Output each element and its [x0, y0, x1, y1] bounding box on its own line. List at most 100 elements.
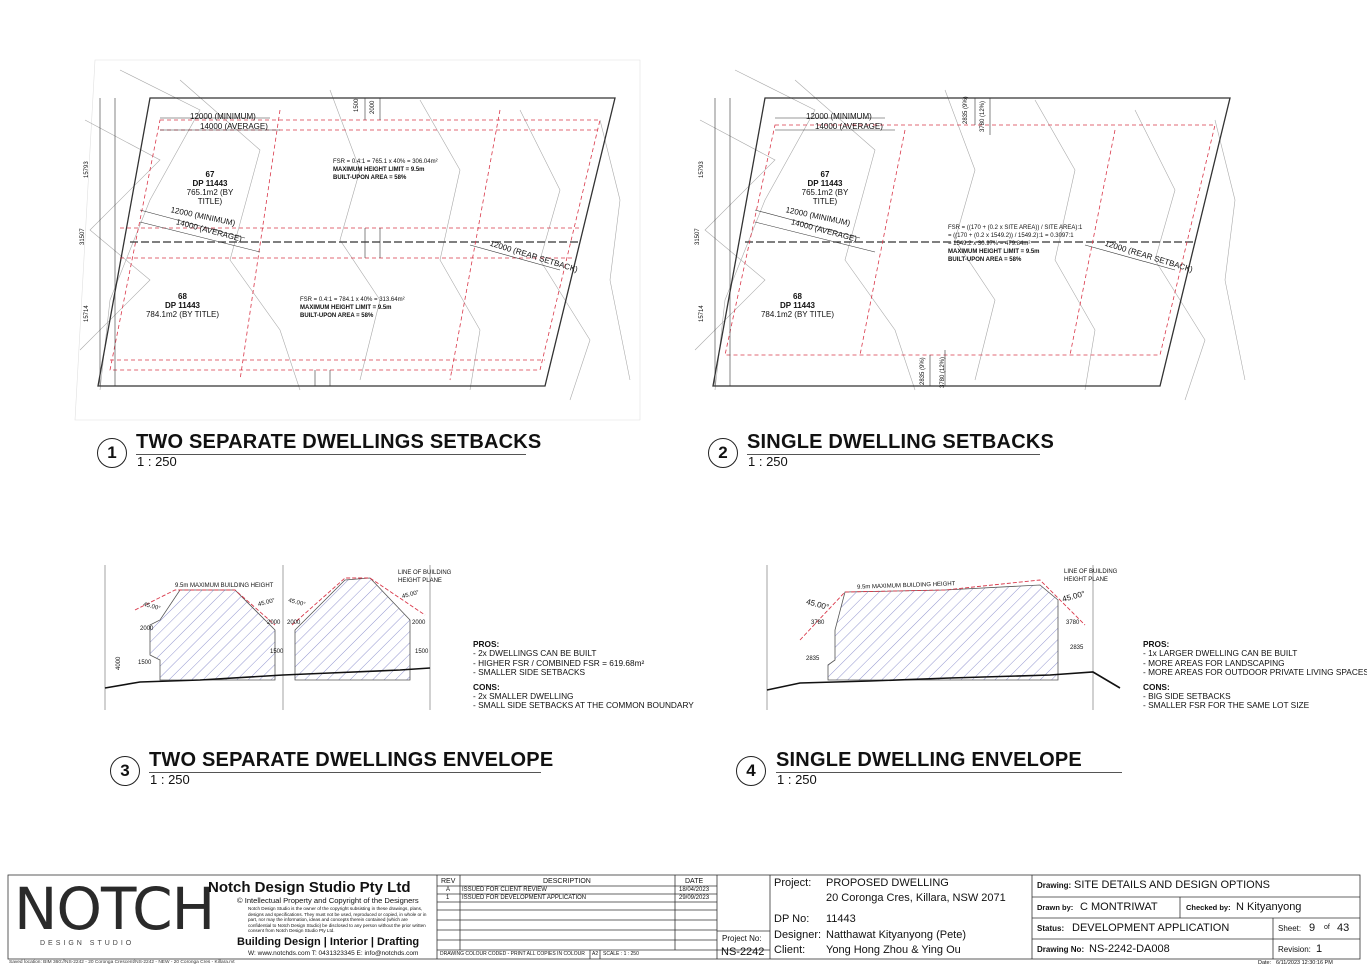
notes-view-4: PROS: - 1x LARGER DWELLING CAN BE BUILT … — [1143, 639, 1367, 711]
env4-dim-3780-b: 3780 — [1066, 620, 1080, 626]
company-contact: W: www.notchds.com T: 0431323345 E: info… — [248, 950, 419, 957]
env4-dim-3780-a: 3780 — [811, 620, 825, 626]
company-name: Notch Design Studio Pty Ltd — [208, 879, 411, 896]
site-plan-1-boundary — [97, 97, 616, 387]
company-services: Building Design | Interior | Drafting — [237, 936, 420, 948]
plan1-dim-15714: 15714 — [84, 305, 90, 322]
company-logo-subtitle: DESIGN STUDIO — [40, 940, 135, 947]
plan1-dim-15793: 15793 — [84, 161, 90, 178]
designer-label: Designer: — [774, 929, 822, 941]
rev-row-1-desc: ISSUED FOR CLIENT REVIEW — [462, 887, 547, 893]
envelope-4 — [766, 565, 1121, 710]
env3-dim-2000-b: 2000 — [267, 620, 281, 626]
env3-height-plane: LINE OF BUILDING HEIGHT PLANE — [398, 570, 452, 584]
paper-size: A2 — [592, 951, 599, 957]
plan1-min-setback: 12000 (MINIMUM) — [190, 112, 256, 121]
plan2-dim-2835-top: 2835 (9%) — [963, 96, 969, 124]
view-4-title: SINGLE DWELLING ENVELOPE — [776, 749, 1122, 773]
copyright-notice: © Intellectual Property and Copyright of… — [237, 896, 419, 905]
colour-note: DRAWING COLOUR CODED - PRINT ALL COPIES … — [440, 951, 585, 957]
rev-row-2-date: 29/09/2023 — [679, 895, 710, 901]
company-logo: NOTCH — [14, 875, 215, 943]
plan1-lot67: 67 DP 11443 765.1m2 (BY TITLE) — [186, 170, 234, 206]
env3-dim-1500-c: 1500 — [415, 649, 429, 655]
dp-number: 11443 — [826, 913, 856, 925]
view-3-number: 3 — [110, 756, 140, 786]
plan2-dim-2835-bottom: 2835 (9%) — [920, 357, 926, 385]
project-no: NS-2242 — [721, 946, 765, 958]
checked-by: N Kityanyong — [1236, 901, 1302, 913]
env3-max-height: 9.5m MAXIMUM BUILDING HEIGHT — [175, 583, 274, 589]
plan2-avg-setback: 14000 (AVERAGE) — [815, 122, 883, 131]
plan2-dim-31507: 31507 — [695, 228, 701, 245]
view-4-scale: 1 : 250 — [777, 772, 817, 787]
view-3-title: TWO SEPARATE DWELLINGS ENVELOPE — [149, 749, 554, 773]
client-label: Client: — [774, 944, 806, 956]
sheet-total: 43 — [1337, 922, 1350, 934]
status-label: Status: — [1037, 924, 1065, 933]
rev-header-description: DESCRIPTION — [543, 878, 591, 885]
saved-location: Saved location: BIM 360://NS-2242 - 20 C… — [9, 960, 235, 965]
drawing-no: NS-2242-DA008 — [1089, 943, 1170, 955]
notes-view-3: PROS: - 2x DWELLINGS CAN BE BUILT - HIGH… — [473, 639, 694, 711]
env4-dim-2835-a: 2835 — [806, 656, 820, 662]
plan2-lot67: 67 DP 11443 765.1m2 (BY TITLE) — [801, 170, 849, 206]
plan1-fsr-bottom: FSR = 0.4:1 = 784.1 x 40% = 313.64m² MAX… — [300, 297, 405, 319]
copyright-disclaimer: Notch Design Studio is the owner of the … — [248, 906, 427, 934]
checked-by-label: Checked by: — [1186, 903, 1231, 912]
view-2-scale: 1 : 250 — [748, 454, 788, 469]
env3-dim-4000: 4000 — [116, 656, 122, 670]
rev-row-2-rev: 1 — [446, 895, 450, 901]
env4-height-plane: LINE OF BUILDING HEIGHT PLANE — [1064, 569, 1118, 583]
plan2-dim-15714: 15714 — [699, 305, 705, 322]
drawing-no-label: Drawing No: — [1037, 945, 1085, 954]
env4-dim-2835-b: 2835 — [1070, 645, 1084, 651]
site-plan-2-boundary — [712, 97, 1231, 387]
project-label: Project: — [774, 877, 812, 889]
rev-row-2-desc: ISSUED FOR DEVELOPMENT APPLICATION — [462, 895, 587, 901]
plan2-min-setback: 12000 (MINIMUM) — [806, 112, 872, 121]
env3-dim-2000-d: 2000 — [412, 620, 426, 626]
drawn-by-label: Drawn by: — [1037, 903, 1074, 912]
drawing-scale: SCALE : 1 : 250 — [603, 951, 639, 957]
view-4-number: 4 — [736, 756, 766, 786]
plan2-dim-3780-top: 3780 (12%) — [980, 100, 986, 132]
project-address: 20 Coronga Cres, Killara, NSW 2071 — [826, 892, 1006, 904]
drawing-label: Drawing: — [1037, 881, 1072, 890]
view-2-number: 2 — [708, 438, 738, 468]
plan2-lot68: 68 DP 11443 784.1m2 (BY TITLE) — [760, 292, 835, 319]
plan1-dim-2000: 2000 — [370, 100, 376, 114]
site-plan-1 — [74, 59, 641, 421]
plan2-dim-3780-bottom: 3780 (12%) — [940, 356, 946, 388]
view-2-title: SINGLE DWELLING SETBACKS — [747, 431, 1055, 455]
sheet-number: 9 — [1309, 922, 1316, 934]
revision-label: Revision: — [1278, 945, 1311, 954]
view-3-scale: 1 : 250 — [150, 772, 190, 787]
plan1-dim-1500: 1500 — [354, 98, 360, 112]
plan1-lot68: 68 DP 11443 784.1m2 (BY TITLE) — [145, 292, 220, 319]
dp-label: DP No: — [774, 913, 810, 925]
sheet-label: Sheet: — [1278, 924, 1302, 933]
rev-header-date: DATE — [685, 878, 704, 885]
project-name: PROPOSED DWELLING — [826, 877, 949, 889]
view-1-number: 1 — [97, 438, 127, 468]
plan2-dim-15793: 15793 — [699, 161, 705, 178]
drawing-title: SITE DETAILS AND DESIGN OPTIONS — [1074, 879, 1271, 891]
status-value: DEVELOPMENT APPLICATION — [1072, 922, 1230, 934]
rev-row-1-rev: A — [446, 887, 451, 893]
site-plan-2 — [694, 69, 1246, 401]
date-label: Date: — [1258, 960, 1272, 966]
titleblock-frame — [7, 874, 1361, 960]
view-1-scale: 1 : 250 — [137, 454, 177, 469]
plan1-avg-setback: 14000 (AVERAGE) — [200, 122, 268, 131]
env3-dim-2000-a: 2000 — [140, 626, 154, 632]
env3-dim-2000-c: 2000 — [287, 620, 301, 626]
env3-dim-1500-b: 1500 — [270, 649, 284, 655]
project-no-label: Project No: — [722, 934, 762, 943]
date-value: 6/11/2023 12:30:16 PM — [1276, 960, 1333, 966]
plan2-fsr: FSR = ((170 + (0.2 x SITE AREA)) / SITE … — [948, 225, 1083, 263]
plan1-fsr-top: FSR = 0.4:1 = 765.1 x 40% = 306.04m² MAX… — [333, 159, 438, 181]
view-1-title: TWO SEPARATE DWELLINGS SETBACKS — [136, 431, 542, 455]
rev-header-rev: REV — [441, 878, 456, 885]
